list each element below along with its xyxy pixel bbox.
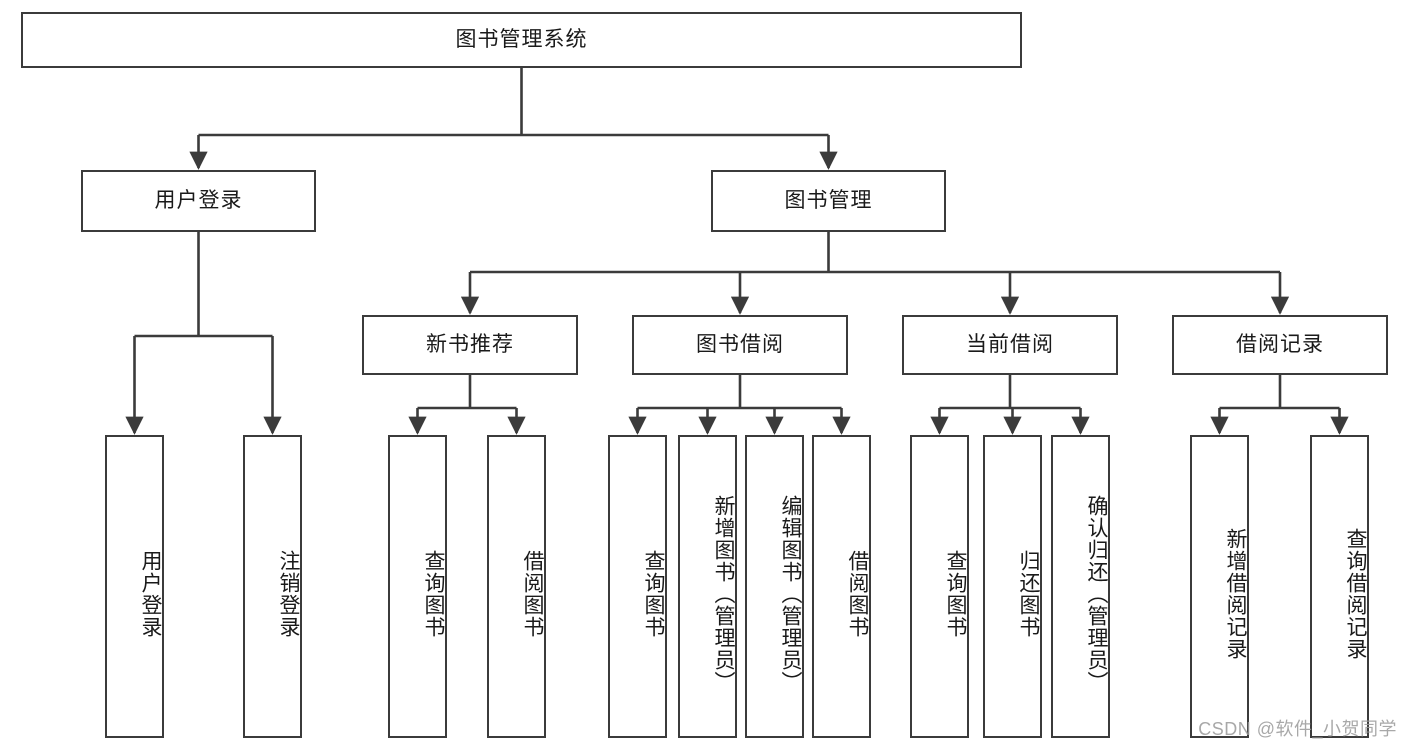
- node-label: 归还图书: [1017, 549, 1040, 638]
- node-label: 新书推荐: [426, 332, 514, 356]
- node-book-borrow[interactable]: 图书借阅: [632, 315, 848, 375]
- node-current-borrow[interactable]: 当前借阅: [902, 315, 1118, 375]
- node-leaf-rec-query-book[interactable]: 查询图书: [388, 435, 447, 738]
- node-leaf-cur-query-book[interactable]: 查询图书: [910, 435, 969, 738]
- node-leaf-cur-return-book[interactable]: 归还图书: [983, 435, 1042, 738]
- node-book-manage[interactable]: 图书管理: [711, 170, 946, 232]
- node-leaf-rec-query-record[interactable]: 查询借阅记录: [1310, 435, 1369, 738]
- node-new-book-rec[interactable]: 新书推荐: [362, 315, 578, 375]
- node-label: 图书借阅: [696, 332, 784, 356]
- node-label: 注销登录: [277, 549, 300, 638]
- node-label: 确认归还（管理员）: [1085, 494, 1108, 693]
- node-leaf-borrow-edit-book[interactable]: 编辑图书（管理员）: [745, 435, 804, 738]
- node-leaf-cur-confirm-return[interactable]: 确认归还（管理员）: [1051, 435, 1110, 738]
- node-label: 查询借阅记录: [1344, 527, 1367, 660]
- node-label: 图书管理: [784, 188, 873, 212]
- node-label: 查询图书: [944, 549, 967, 638]
- node-label: 用户登录: [139, 549, 162, 638]
- node-leaf-borrow-query-book[interactable]: 查询图书: [608, 435, 667, 738]
- node-label: 借阅图书: [521, 549, 544, 638]
- csdn-watermark: CSDN @软件_小贺同学: [1198, 719, 1397, 739]
- node-borrow-record[interactable]: 借阅记录: [1172, 315, 1388, 375]
- node-label: 编辑图书（管理员）: [779, 494, 802, 693]
- node-leaf-rec-borrow-book[interactable]: 借阅图书: [487, 435, 546, 738]
- node-label: 查询图书: [422, 549, 445, 638]
- node-leaf-rec-add-record[interactable]: 新增借阅记录: [1190, 435, 1249, 738]
- node-label: 图书管理系统: [455, 27, 588, 51]
- node-leaf-user-login[interactable]: 用户登录: [105, 435, 164, 738]
- node-leaf-borrow-borrow-book[interactable]: 借阅图书: [812, 435, 871, 738]
- node-leaf-user-logout[interactable]: 注销登录: [243, 435, 302, 738]
- node-user-login[interactable]: 用户登录: [81, 170, 316, 232]
- node-label: 用户登录: [154, 188, 243, 212]
- node-label: 当前借阅: [966, 332, 1054, 356]
- node-label: 借阅记录: [1236, 332, 1324, 356]
- node-label: 查询图书: [642, 549, 665, 638]
- node-label: 借阅图书: [846, 549, 869, 638]
- node-leaf-borrow-add-book[interactable]: 新增图书（管理员）: [678, 435, 737, 738]
- node-label: 新增图书（管理员）: [712, 494, 735, 693]
- node-root[interactable]: 图书管理系统: [21, 12, 1022, 68]
- node-label: 新增借阅记录: [1224, 527, 1247, 660]
